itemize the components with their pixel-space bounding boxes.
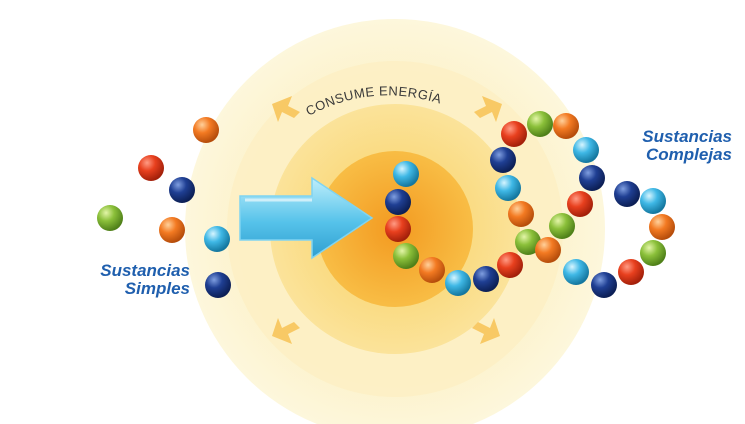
sphere	[549, 213, 575, 239]
complex-label-line-2: Complejas	[646, 145, 732, 164]
sphere	[640, 188, 666, 214]
sphere	[535, 237, 561, 263]
sphere	[495, 175, 521, 201]
sphere	[573, 137, 599, 163]
cycle-arrow-icon	[474, 96, 502, 122]
sphere	[385, 189, 411, 215]
simple-substances-label: Sustancias Simples	[60, 262, 190, 298]
sphere	[393, 161, 419, 187]
sphere	[97, 205, 123, 231]
complex-substance-chain	[385, 111, 675, 298]
sphere	[508, 201, 534, 227]
simple-label-line-1: Sustancias	[100, 261, 190, 280]
sphere	[640, 240, 666, 266]
sphere	[579, 165, 605, 191]
sphere	[445, 270, 471, 296]
sphere	[138, 155, 164, 181]
complex-substances-label: Sustancias Complejas	[596, 128, 732, 164]
complex-label-line-1: Sustancias	[642, 127, 732, 146]
sphere	[169, 177, 195, 203]
sphere	[159, 217, 185, 243]
cycle-arrow-icon	[272, 96, 300, 122]
sphere	[553, 113, 579, 139]
sphere	[204, 226, 230, 252]
sphere	[563, 259, 589, 285]
reaction-arrow-icon	[239, 176, 374, 260]
sphere	[515, 229, 541, 255]
sphere	[490, 147, 516, 173]
cycle-arrow-icon	[272, 318, 300, 344]
simple-substance-spheres	[97, 117, 231, 298]
sphere	[497, 252, 523, 278]
sphere	[614, 181, 640, 207]
sphere	[618, 259, 644, 285]
sphere	[567, 191, 593, 217]
sphere	[591, 272, 617, 298]
sphere	[473, 266, 499, 292]
sphere	[393, 243, 419, 269]
cycle-arrow-icon	[472, 318, 500, 344]
sphere	[649, 214, 675, 240]
sphere	[205, 272, 231, 298]
simple-label-line-2: Simples	[124, 279, 190, 298]
sphere	[527, 111, 553, 137]
sphere	[419, 257, 445, 283]
sphere	[501, 121, 527, 147]
sphere	[193, 117, 219, 143]
sphere	[385, 216, 411, 242]
